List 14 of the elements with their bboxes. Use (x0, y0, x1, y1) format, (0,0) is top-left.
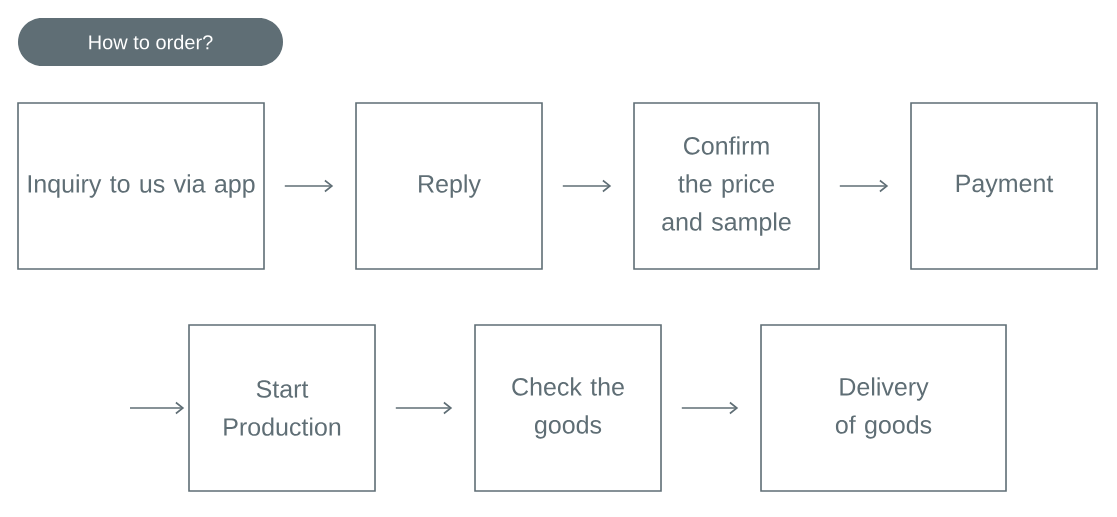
process-box: Confirm the price and sample (633, 102, 820, 270)
arrow (562, 179, 612, 193)
arrow (681, 401, 739, 415)
process-box: Reply (355, 102, 543, 270)
process-box: Inquiry to us via app (17, 102, 265, 270)
arrow (839, 179, 889, 193)
process-box: Payment (910, 102, 1098, 270)
arrow (395, 401, 453, 415)
arrow (129, 401, 185, 415)
title-pill: How to order? (18, 18, 283, 66)
process-box: Delivery of goods (760, 324, 1007, 492)
process-box: Check the goods (474, 324, 662, 492)
process-box: Start Production (188, 324, 376, 492)
arrow (284, 179, 334, 193)
